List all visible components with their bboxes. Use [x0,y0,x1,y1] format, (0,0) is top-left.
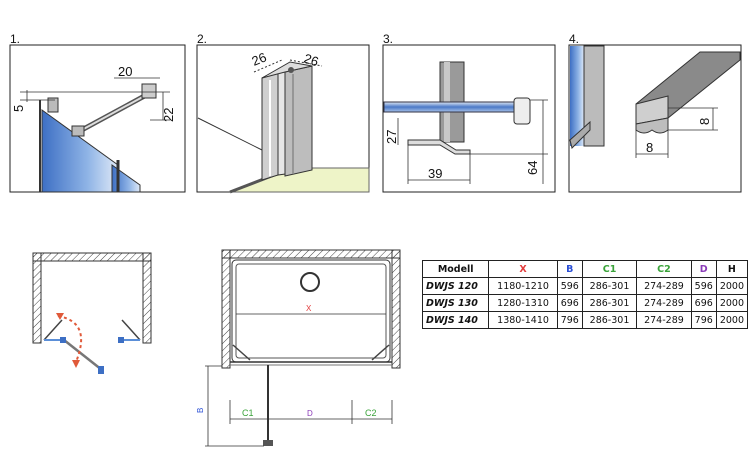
cell-d: 796 [690,311,717,329]
cell-c2: 274-289 [636,311,692,329]
panel-4-label: 4. [569,32,580,46]
p3-dim-39: 39 [428,166,442,181]
cell-x: 1180-1210 [488,277,558,295]
cell-c1: 286-301 [581,277,638,295]
detail-panel-2: 26 26 [196,44,370,194]
cell-d: 596 [690,277,717,295]
p3-dim-27: 27 [384,130,399,144]
cell-h: 2000 [715,277,748,295]
header-h: H [715,260,748,278]
panel-1-label: 1. [10,32,21,46]
table-header-row: Modell X B C1 C2 D H [421,260,748,278]
header-b: B [556,260,583,278]
cell-b: 796 [556,311,583,329]
header-x: X [488,260,558,278]
spec-table: Modell X B C1 C2 D H DWJS 120 1180-1210 … [421,260,748,329]
cell-c2: 274-289 [636,294,692,312]
p1-dim-5: 5 [11,105,26,112]
cell-h: 2000 [715,311,748,329]
header-modell: Modell [421,260,490,278]
p4-dim-8-vertical: 8 [697,118,712,125]
cell-model: DWJS 130 [421,294,490,312]
table-row: DWJS 130 1280-1310 696 286-301 274-289 6… [421,294,748,312]
detail-panel-1: 20 5 22 [9,44,186,193]
p4-dim-8-horizontal: 8 [646,140,653,155]
detail-panel-3: 27 39 64 [382,44,556,193]
cell-b: 696 [556,294,583,312]
header-c1: C1 [581,260,638,278]
cell-b: 596 [556,277,583,295]
plan-b-label: B [196,408,205,413]
cell-d: 696 [690,294,717,312]
cell-c1: 286-301 [581,294,638,312]
panel-2-label: 2. [197,32,208,46]
p3-dim-64: 64 [525,161,540,175]
header-c2: C2 [636,260,692,278]
cell-x: 1280-1310 [488,294,558,312]
cell-c2: 274-289 [636,277,692,295]
detail-panel-4: 8 8 [568,44,742,193]
cell-h: 2000 [715,294,748,312]
cell-x: 1380-1410 [488,311,558,329]
header-d: D [690,260,717,278]
p1-dim-20: 20 [118,64,132,79]
plan-c2-label: C2 [365,408,377,418]
cell-c1: 286-301 [581,311,638,329]
p2-dim-26b: 26 [302,51,320,70]
cell-model: DWJS 140 [421,311,490,329]
plan-d-label: D [307,409,313,418]
panel-3-label: 3. [383,32,394,46]
plan-x-label: X [306,304,312,313]
plan-c1-label: C1 [242,408,254,418]
table-row: DWJS 120 1180-1210 596 286-301 274-289 5… [421,277,748,295]
table-row: DWJS 140 1380-1410 796 286-301 274-289 7… [421,311,748,329]
cell-model: DWJS 120 [421,277,490,295]
p1-dim-22: 22 [161,108,176,122]
door-swing-plan [32,252,152,374]
p2-dim-26a: 26 [250,49,269,68]
main-plan: X B C1 D C2 [196,249,401,447]
